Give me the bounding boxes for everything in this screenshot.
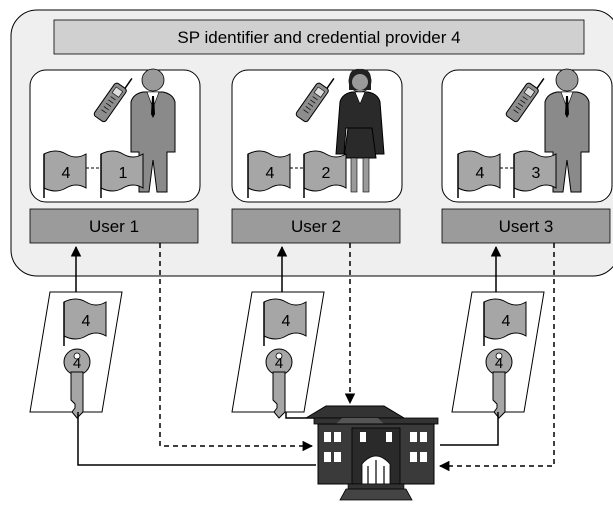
sp-flag-label: 4 [476,165,485,182]
sp-flag-label: 4 [62,165,71,182]
user-label-1: User 1 [89,217,139,236]
provider-title-bar [53,19,585,55]
credential-flag-label: 4 [502,313,511,330]
credential-key: 4 [485,348,513,419]
sp-flag-3: 4 [457,150,501,199]
user-to-building-arrow-3 [438,243,555,472]
own-flag-label: 2 [322,165,331,182]
user-bar-3 [441,208,611,244]
own-flag-3: 3 [513,150,557,199]
provider-title: SP identifier and credential provider 4 [177,28,460,47]
credential-card-3: 4 4 [451,291,545,419]
user-card-3: 4 3 Usert 3 [441,68,613,244]
credential-key-label: 4 [495,355,503,372]
user-card-1: 4 1 User 1 [29,68,201,244]
credential-card-1: 4 4 [29,291,123,419]
user-label-3: Usert 3 [499,217,554,236]
user-bar-1 [29,208,199,244]
credential-key-label: 4 [73,355,81,372]
own-flag-label: 3 [532,165,541,182]
user-label-2: User 2 [291,217,341,236]
credential-key-label: 4 [275,355,283,372]
sp-flag-label: 4 [266,165,275,182]
credential-flag: 4 [63,298,107,347]
credential-key: 4 [265,348,293,419]
sp-flag-2: 4 [247,150,291,199]
credential-flag-label: 4 [82,313,91,330]
own-flag-2: 2 [303,150,347,199]
own-flag-label: 1 [119,165,128,182]
credential-flag: 4 [483,298,527,347]
sp-flag-1: 4 [43,150,87,199]
credential-key: 4 [63,348,91,419]
credential-flag: 4 [263,298,307,347]
credential-flag-label: 4 [282,313,291,330]
credential-to-building-line-1 [77,412,316,466]
user-card-2: 4 2 User 2 [231,68,403,244]
user-to-building-arrow-1 [159,243,314,452]
own-flag-1: 1 [100,150,144,199]
credential-to-building-line-3 [440,412,499,446]
credential-card-2: 4 4 [231,291,325,419]
user-bar-2 [231,208,401,244]
bank-building-icon [304,405,439,501]
